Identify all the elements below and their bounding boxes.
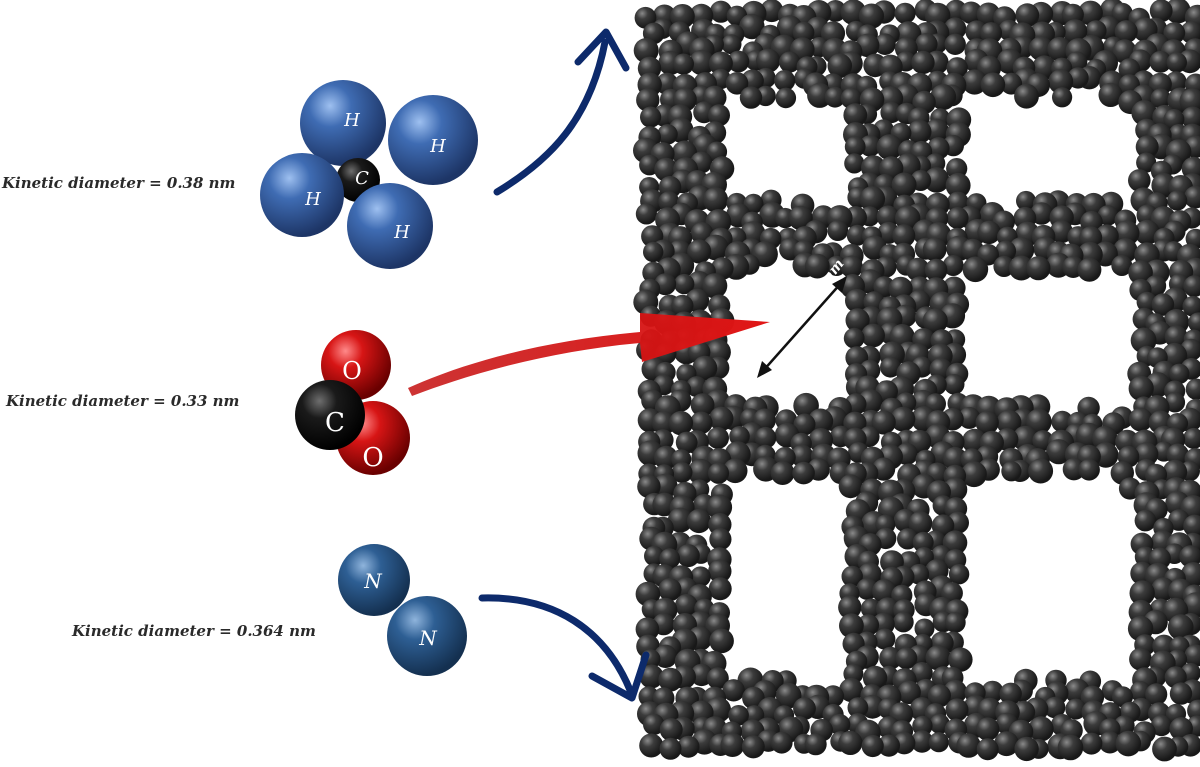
framework-bead <box>923 238 947 262</box>
framework-bead <box>862 735 884 757</box>
framework-bead <box>771 732 793 754</box>
atom-label-h4: H <box>393 222 410 243</box>
framework-bead <box>709 407 733 431</box>
framework-bead <box>643 242 663 262</box>
framework-bead <box>893 612 914 633</box>
framework-bead <box>721 733 745 757</box>
carbon-framework-membrane <box>633 0 1200 761</box>
framework-bead <box>709 629 734 654</box>
framework-bead <box>690 412 713 435</box>
framework-bead <box>981 73 1006 98</box>
framework-bead <box>636 203 657 224</box>
framework-bead <box>977 738 999 760</box>
framework-bead <box>709 577 732 600</box>
framework-bead <box>1129 648 1152 671</box>
framework-bead <box>703 187 728 212</box>
framework-bead <box>929 732 949 752</box>
framework-bead <box>660 718 683 741</box>
atom-label-c-co2: C <box>325 408 345 438</box>
framework-bead <box>977 221 1000 244</box>
framework-bead <box>740 86 762 108</box>
framework-bead <box>945 612 966 633</box>
framework-bead <box>946 698 969 721</box>
co2-molecule <box>295 330 410 475</box>
framework-bead <box>1170 682 1192 704</box>
atom-label-o2: O <box>362 443 383 473</box>
framework-bead <box>947 207 969 229</box>
framework-bead <box>1167 191 1187 211</box>
framework-bead <box>1135 510 1157 532</box>
n2-molecule <box>338 544 467 676</box>
framework-bead <box>792 462 815 485</box>
atom-label-c-ch4: C <box>355 168 369 189</box>
framework-bead <box>877 134 903 160</box>
framework-bead <box>1058 735 1084 761</box>
curved-arrow-down-icon <box>482 598 630 690</box>
framework-bead <box>945 34 966 55</box>
n2-kinetic-diameter-label: Kinetic diameter = 0.364 nm <box>72 622 316 640</box>
framework-bead <box>895 3 916 24</box>
framework-bead <box>669 411 693 435</box>
framework-bead <box>1001 461 1021 481</box>
framework-bead <box>640 107 661 128</box>
framework-bead <box>1052 87 1072 107</box>
framework-bead <box>677 544 700 567</box>
framework-bead <box>709 528 731 550</box>
framework-bead <box>805 733 827 755</box>
framework-bead <box>963 257 989 283</box>
double-headed-arrow-icon <box>757 276 847 378</box>
framework-bead <box>1026 256 1050 280</box>
framework-bead <box>1116 731 1142 757</box>
framework-bead <box>1167 52 1187 72</box>
atom-label-h1: H <box>343 110 360 131</box>
framework-bead <box>956 733 980 757</box>
framework-bead <box>844 328 865 349</box>
co2-kinetic-diameter-label: Kinetic diameter = 0.33 nm <box>6 392 239 410</box>
framework-bead <box>1186 379 1200 400</box>
framework-bead <box>1014 84 1039 109</box>
framework-bead <box>673 54 694 75</box>
framework-bead <box>1014 737 1038 761</box>
framework-bead <box>1077 258 1101 282</box>
ch4-molecule <box>260 80 478 269</box>
framework-bead <box>861 324 885 348</box>
framework-bead <box>660 738 682 760</box>
atom-label-h3: H <box>304 189 321 210</box>
atom-label-n2: N <box>418 626 438 650</box>
framework-bead <box>827 220 848 241</box>
framework-bead <box>944 374 965 395</box>
framework-bead <box>911 51 934 74</box>
ch4-kinetic-diameter-label: Kinetic diameter = 0.38 nm <box>2 174 235 192</box>
framework-bead <box>707 427 729 449</box>
framework-bead <box>742 735 765 758</box>
atom-label-h2: H <box>429 136 446 157</box>
framework-bead <box>874 629 895 650</box>
framework-bead <box>1028 459 1053 484</box>
framework-bead <box>838 731 862 755</box>
framework-bead <box>771 461 795 485</box>
framework-bead <box>708 463 729 484</box>
framework-bead <box>1080 733 1102 755</box>
framework-bead <box>639 734 663 758</box>
framework-bead <box>776 88 797 109</box>
framework-bead <box>1152 737 1177 762</box>
framework-bead <box>687 509 711 533</box>
atom-label-o1: O <box>342 357 362 385</box>
framework-bead <box>1078 459 1100 481</box>
curved-arrow-up-icon <box>497 42 605 192</box>
atom-label-n1: N <box>363 569 383 593</box>
